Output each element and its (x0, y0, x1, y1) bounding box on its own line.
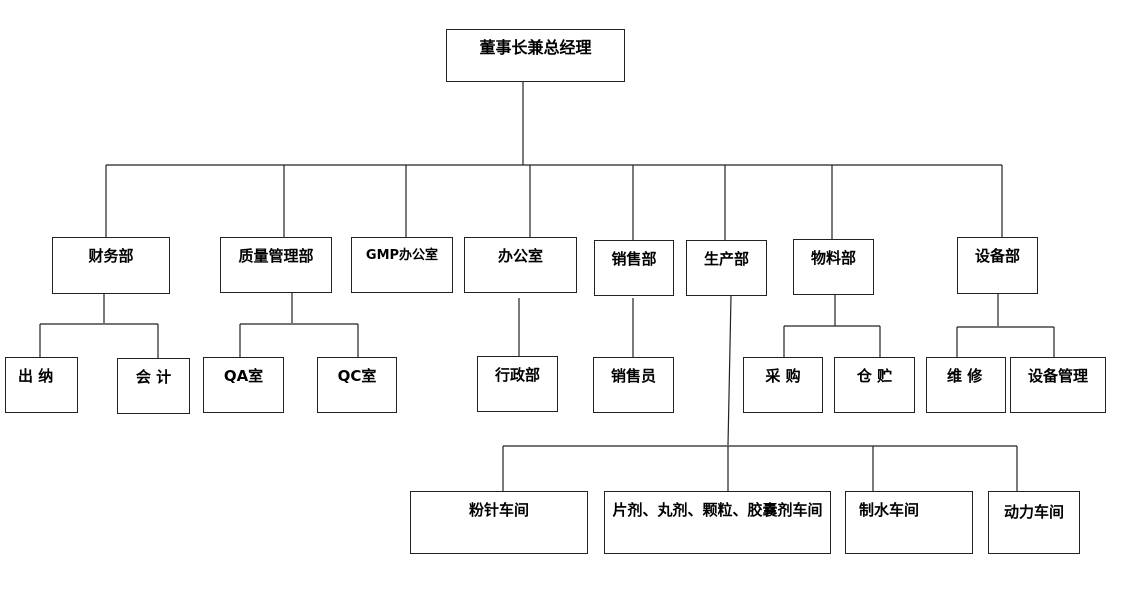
node-cashier: 出 纳 (5, 357, 78, 413)
node-admin-dept: 行政部 (477, 356, 558, 412)
node-office: 办公室 (464, 237, 577, 293)
node-accountant: 会 计 (117, 358, 190, 414)
node-chairman-gm: 董事长兼总经理 (446, 29, 625, 82)
connector-production-down (727, 295, 732, 446)
node-qc-room: QC室 (317, 357, 397, 413)
node-production-dept: 生产部 (686, 240, 767, 296)
node-water-workshop: 制水车间 (845, 491, 973, 554)
node-qa-room: QA室 (203, 357, 284, 413)
node-powder-needle-workshop: 粉针车间 (410, 491, 588, 554)
node-finance-dept: 财务部 (52, 237, 170, 294)
node-salesperson: 销售员 (593, 357, 674, 413)
node-equipment-management: 设备管理 (1010, 357, 1106, 413)
node-quality-dept: 质量管理部 (220, 237, 332, 293)
node-sales-dept: 销售部 (594, 240, 674, 296)
node-repair: 维 修 (926, 357, 1006, 413)
node-storage: 仓 贮 (834, 357, 915, 413)
node-power-workshop: 动力车间 (988, 491, 1080, 554)
node-equipment-dept: 设备部 (957, 237, 1038, 294)
node-gmp-office: GMP办公室 (351, 237, 453, 293)
node-purchase: 采 购 (743, 357, 823, 413)
node-materials-dept: 物料部 (793, 239, 874, 295)
node-tablet-pill-granule-capsule-workshop: 片剂、丸剂、颗粒、胶囊剂车间 (604, 491, 831, 554)
